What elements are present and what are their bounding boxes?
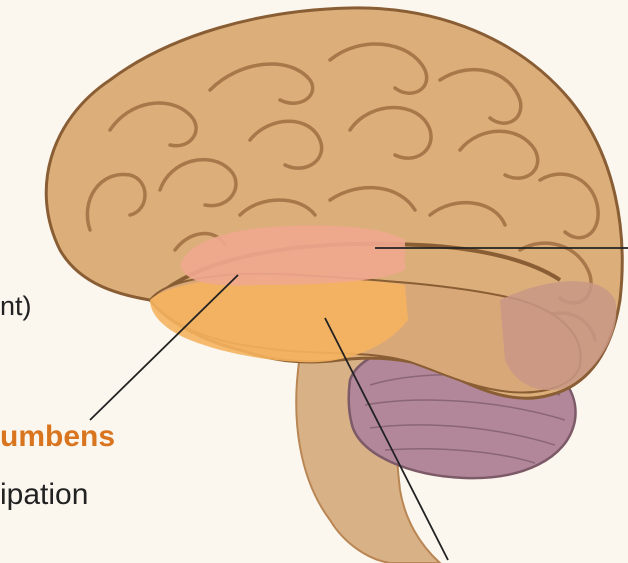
nucleus-accumbens-label: umbens: [0, 420, 115, 454]
highlight-orange-region: [150, 277, 408, 362]
region-label-partial-bottom: ipation: [0, 478, 88, 512]
occipital-shade: [500, 281, 616, 390]
region-label-partial-top: nt): [0, 291, 32, 322]
